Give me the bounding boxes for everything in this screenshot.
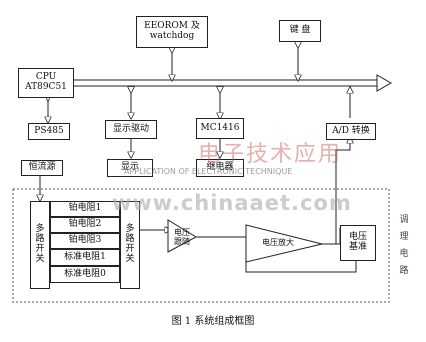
voltage-amplifier-triangle xyxy=(245,224,323,263)
eeprom-watchdog-block: EEOROM 及 watchdog xyxy=(136,16,208,48)
ps485-block: PS485 xyxy=(28,123,70,140)
constant-current-source-block: 恒流源 xyxy=(21,160,63,176)
std-resistor-0: 标准电阻0 xyxy=(50,266,120,283)
pt-resistor-2: 铂电阻2 xyxy=(50,217,120,233)
voltage-reference-block: 电压 基准 xyxy=(340,225,376,261)
std-resistor-1: 标准电阻1 xyxy=(50,249,120,266)
relay-block: 继电器 xyxy=(196,159,244,177)
voltage-amplifier-label: 电压放大 xyxy=(262,238,294,247)
pt-resistor-1: 铂电阻1 xyxy=(50,201,120,217)
watermark-url: www.chinaaet.com xyxy=(112,191,352,215)
keyboard-block: 键 盘 xyxy=(279,20,321,42)
ad-converter-block: A/D 转换 xyxy=(326,123,376,140)
conditioning-border xyxy=(12,188,390,303)
watermark-cn: 电子技术应用 xyxy=(198,142,343,167)
mux-right-block: 多 路 开 关 xyxy=(120,201,140,289)
system-bus xyxy=(56,74,393,92)
watermark-en: APPLICATION OF ELECTRONIC TECHNIQUE xyxy=(124,167,293,176)
mux-left-block: 多 路 开 关 xyxy=(30,201,50,289)
voltage-follower-triangle xyxy=(167,219,198,253)
display-block: 显示 xyxy=(107,159,153,177)
display-driver-block: 显示驱动 xyxy=(105,120,157,139)
voltage-follower-label: 电压 跟随 xyxy=(174,228,190,246)
mc1416-block: MC1416 xyxy=(196,118,244,139)
pt-resistor-3: 铂电阻3 xyxy=(50,233,120,249)
conditioning-circuit-label: 调 理 电 路 xyxy=(399,215,409,277)
cpu-block: CPU AT89C51 xyxy=(18,68,74,98)
figure-caption: 图 1 系统组成框图 xyxy=(171,316,255,327)
